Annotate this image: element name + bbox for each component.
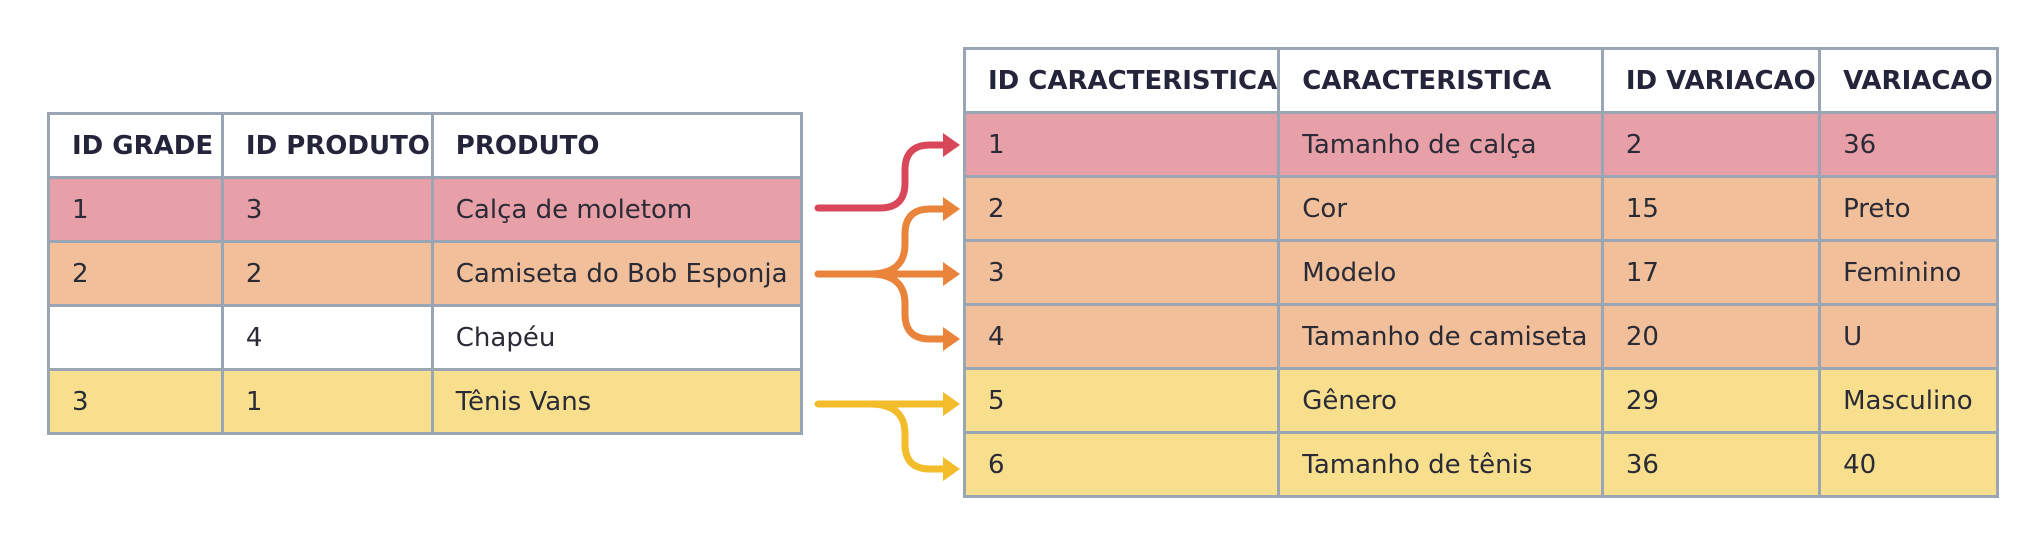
arrow-orange-up bbox=[866, 205, 954, 278]
caracteristica-variacao-table: ID CARACTERISTICA CARACTERISTICA ID VARI… bbox=[962, 47, 1999, 498]
cell-id-variacao: 20 bbox=[1600, 303, 1822, 370]
cell-id-produto: 2 bbox=[220, 240, 434, 307]
cell-caracteristica: Gênero bbox=[1277, 367, 1604, 434]
cell-variacao: 36 bbox=[1818, 111, 1999, 178]
table-row: 4 Tamanho de camiseta 20 U bbox=[962, 303, 1999, 370]
cell-caracteristica: Tamanho de calça bbox=[1277, 111, 1604, 178]
cell-variacao: Masculino bbox=[1818, 367, 1999, 434]
cell-caracteristica: Cor bbox=[1277, 175, 1604, 242]
header-produto: PRODUTO bbox=[430, 112, 804, 179]
table-header-row: ID CARACTERISTICA CARACTERISTICA ID VARI… bbox=[962, 47, 1999, 114]
cell-id-produto: 3 bbox=[220, 176, 434, 243]
cell-id-variacao: 15 bbox=[1600, 175, 1822, 242]
cell-id-caracteristica: 2 bbox=[962, 175, 1281, 242]
grade-produto-table: ID GRADE ID PRODUTO PRODUTO 1 3 Calça de… bbox=[47, 112, 804, 435]
header-id-variacao: ID VARIACAO bbox=[1600, 47, 1822, 114]
arrowhead-pink bbox=[943, 133, 960, 157]
table-row: 2 Cor 15 Preto bbox=[962, 175, 1999, 242]
cell-id-variacao: 2 bbox=[1600, 111, 1822, 178]
cell-id-caracteristica: 4 bbox=[962, 303, 1281, 370]
cell-produto: Camiseta do Bob Esponja bbox=[430, 240, 804, 307]
table-row: 5 Gênero 29 Masculino bbox=[962, 367, 1999, 434]
table-row: 3 Modelo 17 Feminino bbox=[962, 239, 1999, 306]
cell-id-caracteristica: 3 bbox=[962, 239, 1281, 306]
header-id-grade: ID GRADE bbox=[47, 112, 224, 179]
arrowhead-orange-3 bbox=[943, 327, 960, 351]
arrowhead-yellow-1 bbox=[943, 392, 960, 416]
cell-variacao: U bbox=[1818, 303, 1999, 370]
cell-id-grade: 1 bbox=[47, 176, 224, 243]
cell-id-grade bbox=[47, 304, 224, 371]
arrowhead-orange-1 bbox=[943, 197, 960, 221]
cell-produto: Tênis Vans bbox=[430, 368, 804, 435]
cell-id-variacao: 29 bbox=[1600, 367, 1822, 434]
header-id-caracteristica: ID CARACTERISTICA bbox=[962, 47, 1281, 114]
cell-id-caracteristica: 5 bbox=[962, 367, 1281, 434]
header-variacao: VARIACAO bbox=[1818, 47, 1999, 114]
table-row: 1 3 Calça de moletom bbox=[47, 176, 804, 243]
cell-variacao: 40 bbox=[1818, 431, 1999, 498]
arrowhead-yellow-2 bbox=[943, 457, 960, 481]
cell-caracteristica: Tamanho de camiseta bbox=[1277, 303, 1604, 370]
cell-caracteristica: Modelo bbox=[1277, 239, 1604, 306]
table-row: 2 2 Camiseta do Bob Esponja bbox=[47, 240, 804, 307]
arrow-pink bbox=[814, 141, 954, 212]
cell-caracteristica: Tamanho de tênis bbox=[1277, 431, 1604, 498]
arrowhead-orange-2 bbox=[943, 262, 960, 286]
cell-id-caracteristica: 6 bbox=[962, 431, 1281, 498]
header-id-produto: ID PRODUTO bbox=[220, 112, 434, 179]
table-row: 3 1 Tênis Vans bbox=[47, 368, 804, 435]
table-row: 1 Tamanho de calça 2 36 bbox=[962, 111, 1999, 178]
arrow-yellow-down bbox=[866, 400, 954, 473]
table-row: 4 Chapéu bbox=[47, 304, 804, 371]
cell-id-variacao: 36 bbox=[1600, 431, 1822, 498]
cell-id-grade: 3 bbox=[47, 368, 224, 435]
cell-id-produto: 1 bbox=[220, 368, 434, 435]
cell-variacao: Preto bbox=[1818, 175, 1999, 242]
arrow-orange-down bbox=[866, 270, 954, 343]
cell-produto: Calça de moletom bbox=[430, 176, 804, 243]
cell-produto: Chapéu bbox=[430, 304, 804, 371]
cell-id-grade: 2 bbox=[47, 240, 224, 307]
cell-variacao: Feminino bbox=[1818, 239, 1999, 306]
cell-id-variacao: 17 bbox=[1600, 239, 1822, 306]
table-header-row: ID GRADE ID PRODUTO PRODUTO bbox=[47, 112, 804, 179]
table-row: 6 Tamanho de tênis 36 40 bbox=[962, 431, 1999, 498]
cell-id-produto: 4 bbox=[220, 304, 434, 371]
cell-id-caracteristica: 1 bbox=[962, 111, 1281, 178]
header-caracteristica: CARACTERISTICA bbox=[1277, 47, 1604, 114]
